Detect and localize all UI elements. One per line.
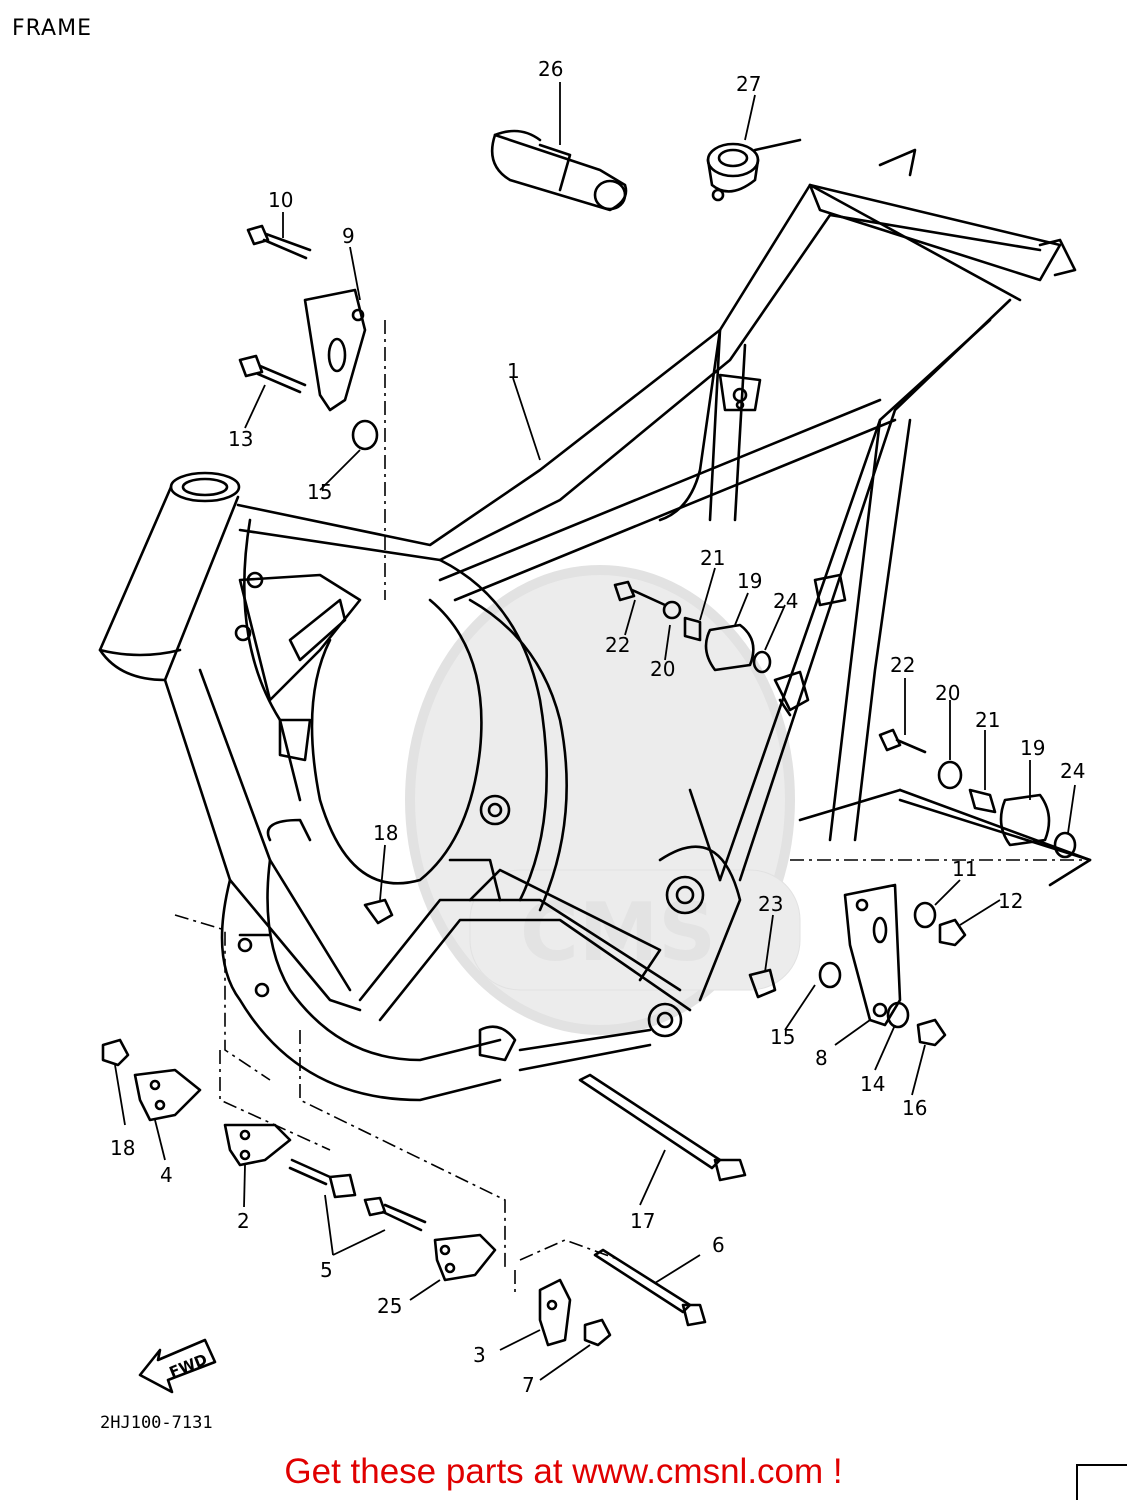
part-8-bracket xyxy=(843,883,902,1027)
callout-3: 3 xyxy=(473,1343,486,1367)
part-10-bolt xyxy=(246,224,312,260)
part-4-bracket xyxy=(133,1068,202,1122)
part-3-bracket xyxy=(538,1278,572,1347)
part-25-bracket xyxy=(433,1233,497,1282)
part-15-washer xyxy=(351,419,379,451)
part-18-nut xyxy=(363,898,394,925)
callout-22b: 22 xyxy=(890,653,915,677)
callout-5: 5 xyxy=(320,1258,333,1282)
callout-15: 15 xyxy=(307,480,332,504)
callout-11: 11 xyxy=(952,857,977,881)
callout-19b: 19 xyxy=(1020,736,1045,760)
head-tube xyxy=(98,471,241,682)
part-16-nut xyxy=(916,1018,947,1047)
part-5-bolts xyxy=(288,1158,427,1232)
callout-24b: 24 xyxy=(1060,759,1085,783)
callout-14: 14 xyxy=(860,1072,885,1096)
down-tubes xyxy=(163,518,742,1102)
part-23-nut xyxy=(748,968,777,999)
callout-8: 8 xyxy=(815,1046,828,1070)
callout-18b: 18 xyxy=(110,1136,135,1160)
fwd-arrow xyxy=(138,1338,217,1394)
callout-18: 18 xyxy=(373,821,398,845)
gusset-plate xyxy=(234,571,362,998)
callout-20: 20 xyxy=(650,657,675,681)
callout-12: 12 xyxy=(998,889,1023,913)
part-15-washer xyxy=(818,961,842,989)
callout-22: 22 xyxy=(605,633,630,657)
callout-27: 27 xyxy=(736,72,761,96)
part-9-bracket xyxy=(303,288,367,412)
callout-1: 1 xyxy=(507,359,520,383)
part-6-bolt xyxy=(593,1248,707,1327)
part-27-fitting xyxy=(706,138,802,202)
callout-19: 19 xyxy=(737,569,762,593)
callout-9: 9 xyxy=(342,224,355,248)
callout-16: 16 xyxy=(902,1096,927,1120)
callout-21b: 21 xyxy=(975,708,1000,732)
upper-mount-kit xyxy=(613,573,847,717)
callout-21: 21 xyxy=(700,546,725,570)
callout-23: 23 xyxy=(758,892,783,916)
callout-24: 24 xyxy=(773,589,798,613)
page-title: FRAME xyxy=(12,16,92,41)
part-7-nut xyxy=(583,1318,612,1347)
callout-25: 25 xyxy=(377,1294,402,1318)
part-18-nut xyxy=(101,1038,130,1067)
callout-20b: 20 xyxy=(935,681,960,705)
diagram-code: 2HJ100-7131 xyxy=(100,1413,213,1433)
part-14-washer xyxy=(886,1001,910,1029)
part-12-nut xyxy=(938,918,967,947)
part-17-bolt xyxy=(578,1073,747,1182)
callout-13: 13 xyxy=(228,427,253,451)
callout-6: 6 xyxy=(712,1233,725,1257)
footer-link-text[interactable]: Get these parts at www.cmsnl.com ! xyxy=(284,1452,843,1491)
callout-labels: 1 2 3 4 5 6 7 8 9 10 11 12 13 14 15 15 1… xyxy=(110,57,1085,1397)
callout-17: 17 xyxy=(630,1209,655,1233)
part-26-cover xyxy=(490,129,628,212)
part-2-bracket xyxy=(223,1123,292,1167)
callout-15b: 15 xyxy=(770,1025,795,1049)
callout-2: 2 xyxy=(237,1209,250,1233)
callout-4: 4 xyxy=(160,1163,173,1187)
lower-mount-kit xyxy=(798,728,1092,887)
main-frame-tubes xyxy=(236,148,1077,882)
part-13-bolt xyxy=(238,354,307,394)
callout-26: 26 xyxy=(538,57,563,81)
svg-text:CMS: CMS xyxy=(520,886,716,979)
callout-10: 10 xyxy=(268,188,293,212)
callout-7: 7 xyxy=(522,1373,535,1397)
corner-mark xyxy=(1076,1464,1127,1500)
part-11-washer xyxy=(913,901,937,929)
